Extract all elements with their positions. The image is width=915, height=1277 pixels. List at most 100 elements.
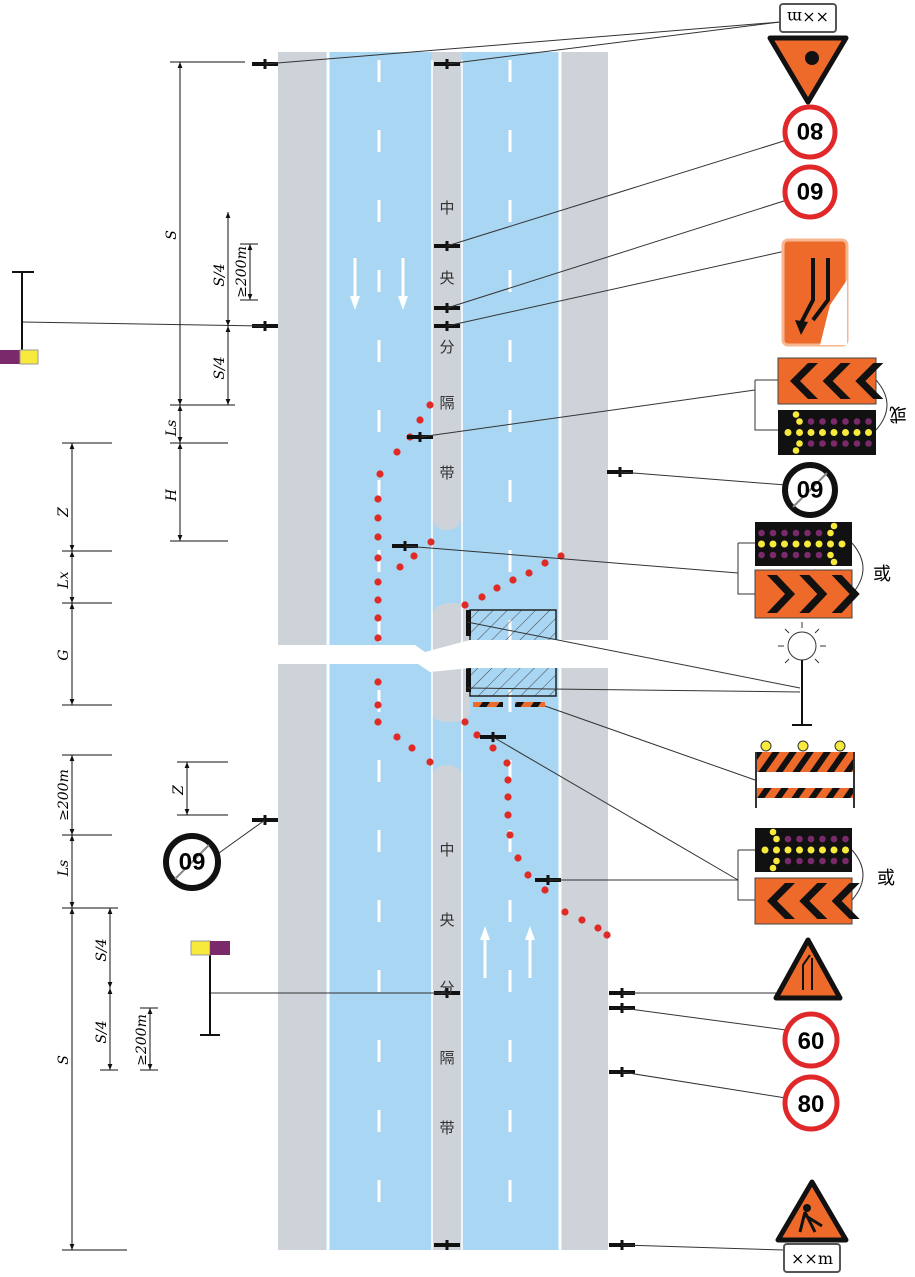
chevron-board-left-top <box>777 357 884 405</box>
flag-signal-bottom <box>190 940 230 1036</box>
traffic-cone <box>374 634 382 642</box>
leader-line <box>404 545 739 574</box>
leader-line <box>446 139 788 247</box>
arrow-down-icon <box>398 258 408 310</box>
dimension-label: ≥200m <box>134 1014 150 1066</box>
leader-line <box>492 736 739 881</box>
distance-plate-bottom: ××m <box>783 1243 841 1273</box>
traffic-cone <box>504 776 512 784</box>
traffic-cone <box>489 744 497 752</box>
road-barrier <box>755 740 855 808</box>
traffic-cone <box>374 718 382 726</box>
median-label-char: 中 <box>439 199 454 217</box>
speed-limit-60-sign-bottom: 60 <box>782 1011 840 1069</box>
median-label-char: 隔 <box>439 1049 454 1067</box>
traffic-cone <box>374 596 382 604</box>
end-speed-limit-sign-bottom: 60 <box>163 833 221 891</box>
leader-line <box>544 705 756 781</box>
median-label-char: 分 <box>439 338 454 356</box>
leader-line <box>446 199 788 309</box>
traffic-cone <box>557 552 565 560</box>
lane-change-guide-sign <box>781 238 849 347</box>
arrow-led-board-bottom <box>755 828 852 872</box>
traffic-cone <box>578 916 586 924</box>
traffic-cone <box>427 538 435 546</box>
leader-line <box>621 1071 787 1099</box>
median-top <box>432 52 462 530</box>
arrow-led-board-top <box>778 410 876 455</box>
svg-text:60: 60 <box>797 475 824 502</box>
traffic-cone <box>514 854 522 862</box>
traffic-cone <box>408 744 416 752</box>
dimension-label: ≥200m <box>56 769 72 821</box>
speed-limit-80-sign-top: 80 <box>782 104 838 160</box>
leader-line <box>466 687 801 693</box>
traffic-cone <box>374 678 382 686</box>
or-label-3: 或 <box>877 868 895 889</box>
traffic-cone <box>473 731 481 739</box>
svg-text:80: 80 <box>798 1091 825 1118</box>
traffic-cone <box>396 563 404 571</box>
traffic-cone <box>493 584 501 592</box>
dimension-label: H <box>164 488 180 502</box>
leader-line <box>466 621 801 689</box>
dimension-label: S/4 <box>212 263 228 286</box>
dimension-label: S <box>164 230 180 240</box>
or-arc <box>875 379 888 431</box>
median-label-char: 央 <box>439 269 454 287</box>
roadwork-warning-sign-top <box>767 35 849 105</box>
dimension-label: Z <box>56 507 72 518</box>
traffic-cone <box>426 401 434 409</box>
distance-plate-top: ××m <box>779 3 837 33</box>
barrier-marker <box>473 702 503 707</box>
traffic-cone <box>374 578 382 586</box>
arrow-up-icon <box>480 926 490 978</box>
traffic-cone <box>416 416 424 424</box>
traffic-cone <box>509 576 517 584</box>
traffic-cone <box>541 886 549 894</box>
traffic-cone <box>426 758 434 766</box>
leader-line <box>446 21 781 65</box>
warning-lamp <box>778 622 826 726</box>
median-bottom <box>432 765 462 1250</box>
or-arc <box>851 849 864 901</box>
traffic-cone <box>603 931 611 939</box>
svg-text:60: 60 <box>179 847 206 874</box>
median-label-char: 带 <box>439 464 454 482</box>
or-bracket <box>737 542 755 595</box>
svg-text:60: 60 <box>798 1028 825 1055</box>
traffic-cone <box>478 593 486 601</box>
traffic-cone <box>393 733 401 741</box>
traffic-cone <box>376 470 384 478</box>
speed-limit-60-sign-top: 60 <box>782 164 838 220</box>
leader-line <box>621 1007 787 1031</box>
traffic-cone <box>561 908 569 916</box>
svg-text:60: 60 <box>797 177 824 204</box>
leader-line <box>419 389 756 438</box>
break-line <box>270 640 915 672</box>
leader-line <box>264 21 781 65</box>
median-label-char: 中 <box>439 841 454 859</box>
dimension-label: S/4 <box>94 1020 110 1043</box>
traffic-cone <box>374 495 382 503</box>
median-label-char: 隔 <box>439 394 454 412</box>
speed-limit-80-sign-bottom: 80 <box>782 1074 840 1132</box>
traffic-cone <box>374 701 382 709</box>
dimension-label: ≥200m <box>234 246 250 298</box>
traffic-cone <box>525 569 533 577</box>
lane-merge-warning-sign <box>773 937 843 1001</box>
roadwork-warning-sign-bottom <box>775 1179 849 1243</box>
or-arc <box>851 542 864 595</box>
dimension-label: S <box>56 1055 72 1065</box>
chevron-board-left-bottom <box>754 877 860 925</box>
traffic-cone <box>503 759 511 767</box>
arrow-led-board-middle <box>755 522 852 566</box>
or-label-1: 或 <box>889 403 907 424</box>
dimension-label: S/4 <box>212 356 228 379</box>
dimension-label: Lx <box>56 571 72 589</box>
dimension-label: G <box>56 649 72 660</box>
